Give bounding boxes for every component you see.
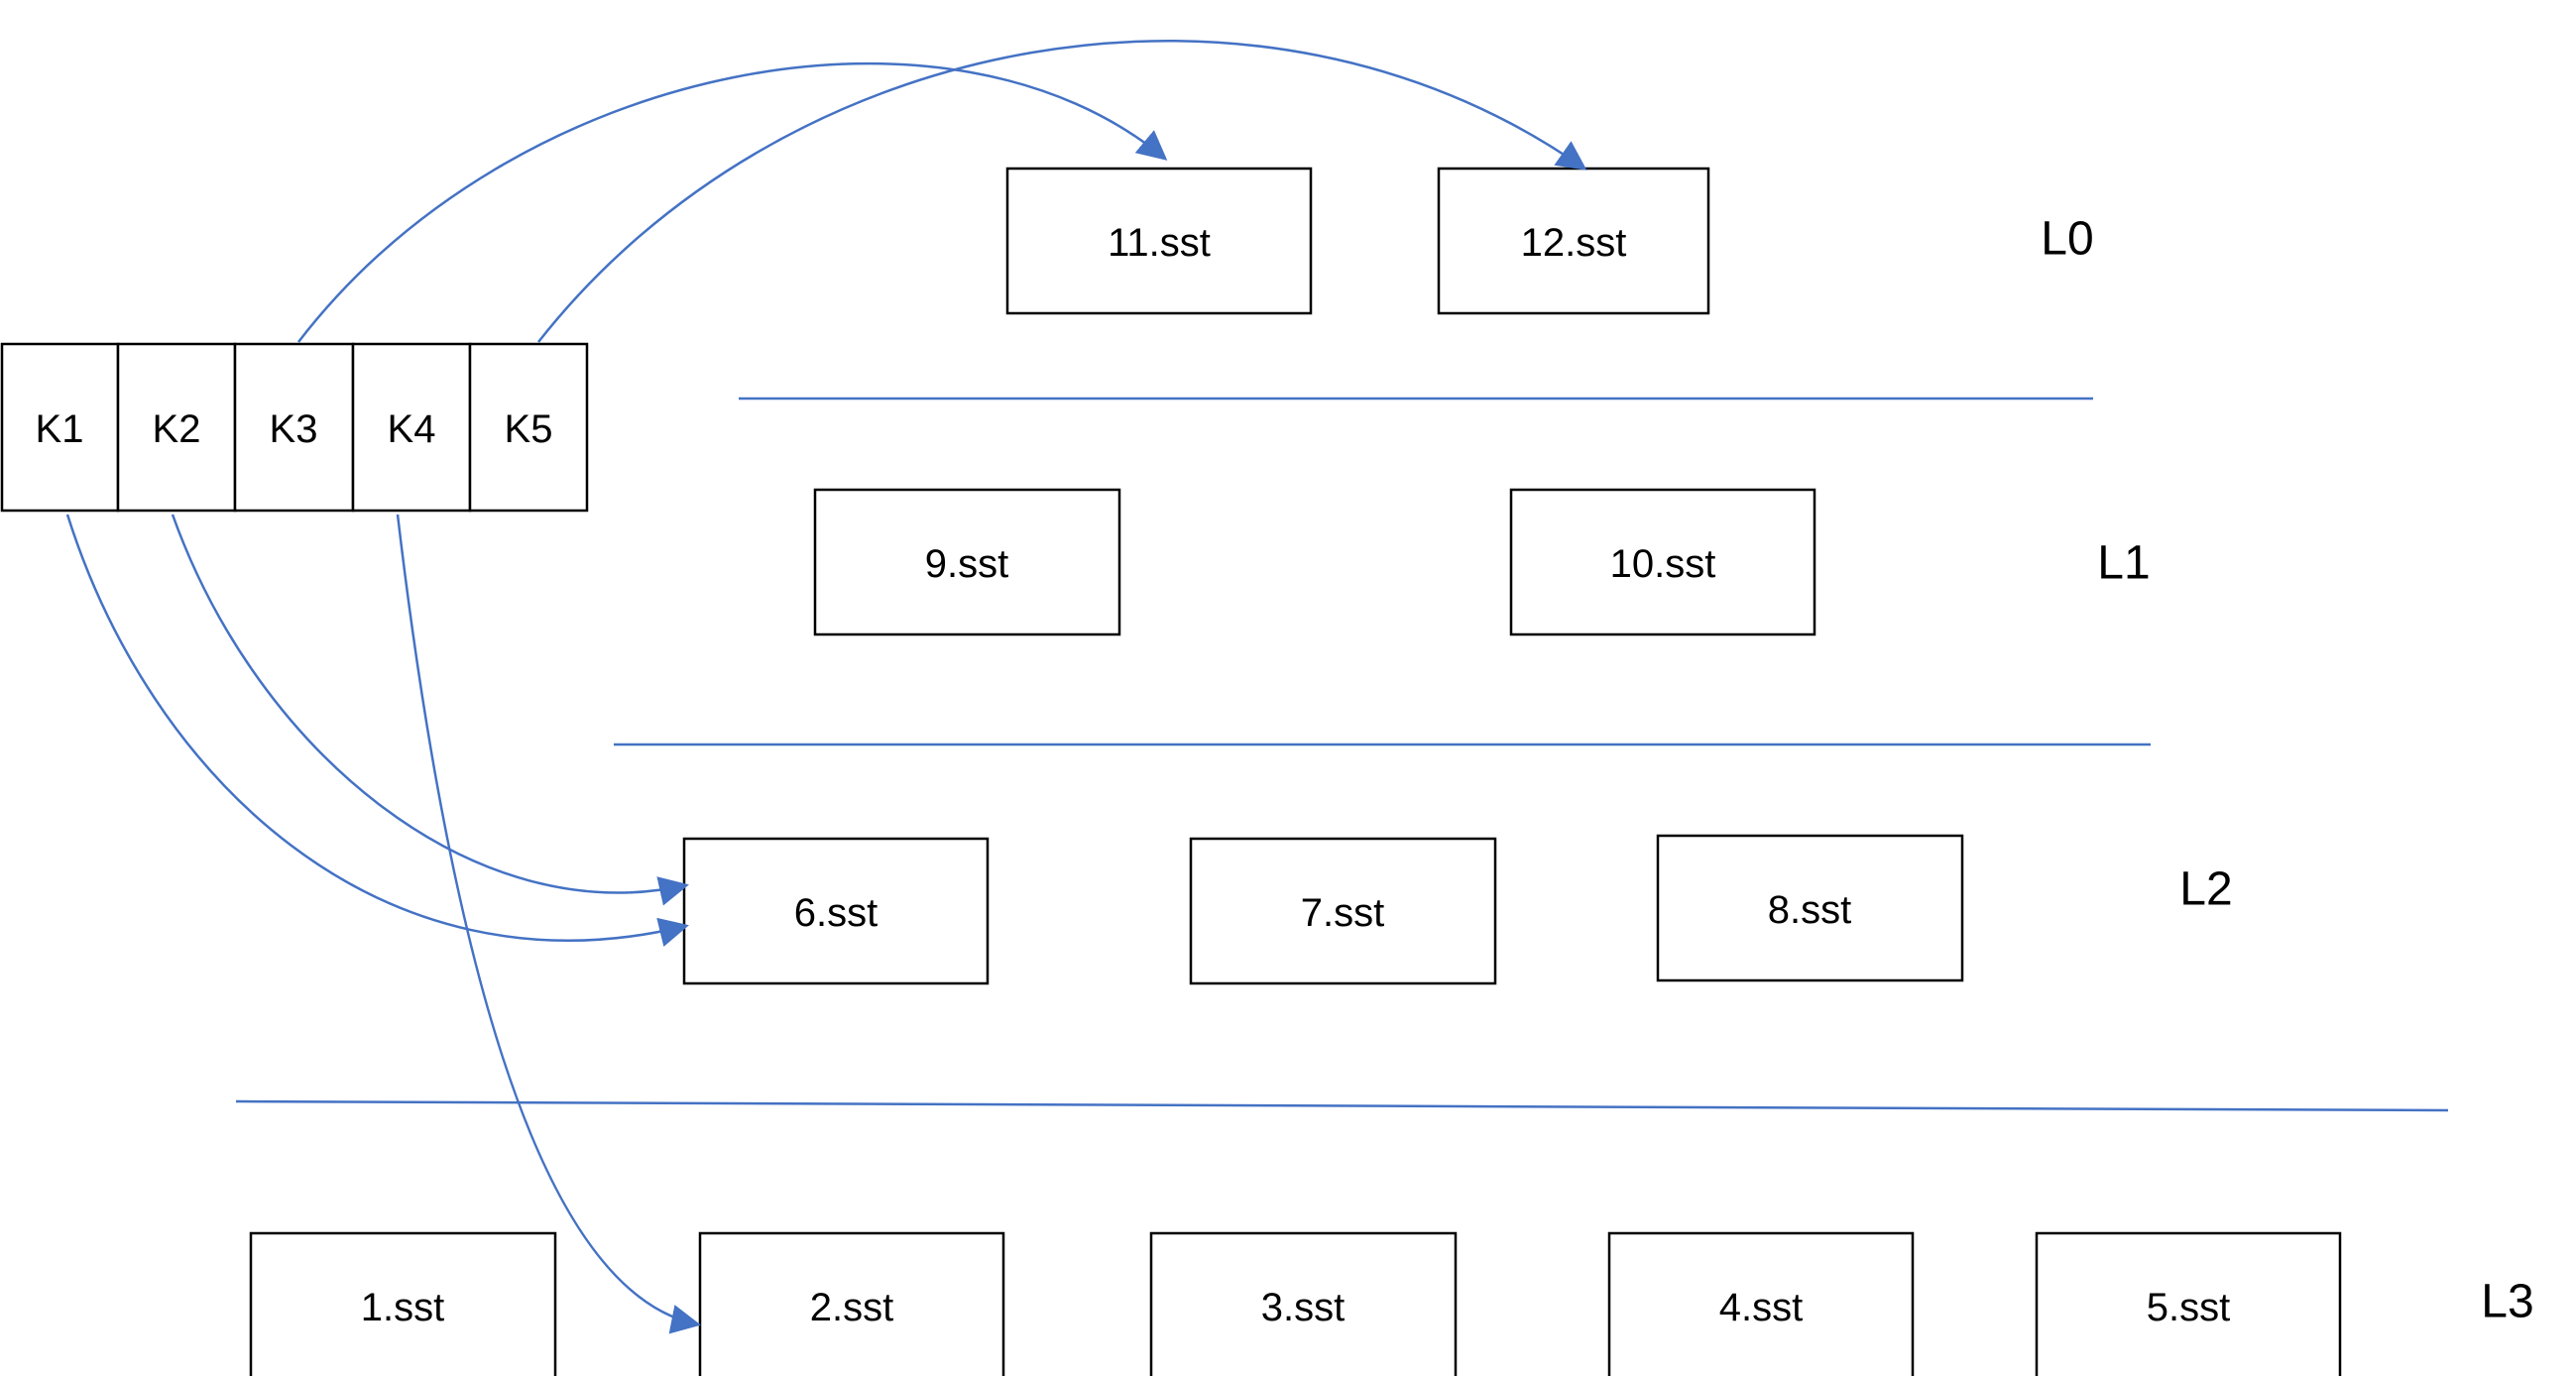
sst-file-label: 2.sst [810, 1286, 893, 1329]
sst-file-label: 4.sst [1719, 1286, 1803, 1329]
key-cell-k5: K5 [468, 342, 589, 513]
key-array: K1 K2 K3 K4 K5 [0, 342, 589, 513]
arrow-k3-to-11sst [297, 61, 1168, 343]
sst-file-label: 12.sst [1521, 221, 1627, 265]
sst-file-8: 8.sst [1656, 834, 1964, 982]
sst-file-9: 9.sst [813, 488, 1121, 636]
level-label-l2: L2 [2179, 863, 2232, 916]
sst-file-label: 9.sst [925, 542, 1008, 586]
sst-file-label: 3.sst [1261, 1286, 1345, 1329]
sst-file-12: 12.sst [1437, 167, 1710, 315]
sst-file-label: 10.sst [1610, 542, 1716, 586]
key-cell-k2: K2 [116, 342, 237, 513]
sst-file-label: 1.sst [361, 1286, 444, 1329]
key-cell-k4: K4 [351, 342, 472, 513]
key-label: K1 [36, 407, 84, 451]
level-label-l1: L1 [2097, 537, 2150, 590]
level-label-l0: L0 [2041, 213, 2093, 266]
sst-file-5: 5.sst [2035, 1231, 2342, 1376]
arrow-k2-to-6sst [171, 514, 689, 906]
level-label-l3: L3 [2481, 1276, 2533, 1328]
sst-file-label: 11.sst [1108, 221, 1211, 265]
sst-file-4: 4.sst [1607, 1231, 1915, 1376]
sst-file-2: 2.sst [698, 1231, 1005, 1376]
sst-file-label: 8.sst [1768, 888, 1851, 932]
key-cell-k1: K1 [0, 342, 120, 513]
key-cell-k3: K3 [233, 342, 355, 513]
sst-file-10: 10.sst [1509, 488, 1816, 636]
key-label: K2 [153, 407, 201, 451]
key-label: K4 [388, 407, 436, 451]
sst-file-6: 6.sst [682, 837, 990, 985]
arrow-k5-to-12sst [537, 40, 1587, 343]
sst-file-label: 6.sst [794, 891, 878, 935]
divider-l2-l3 [235, 1099, 2449, 1112]
sst-file-3: 3.sst [1149, 1231, 1458, 1376]
arrow-k4-to-2sst [396, 514, 701, 1334]
arrow-k1-to-6sst [65, 514, 689, 947]
sst-file-label: 5.sst [2147, 1286, 2230, 1329]
sst-file-1: 1.sst [249, 1231, 557, 1376]
sst-file-7: 7.sst [1189, 837, 1497, 985]
key-label: K3 [270, 407, 318, 451]
sst-file-label: 7.sst [1301, 891, 1384, 935]
sst-file-11: 11.sst [1005, 167, 1313, 315]
key-label: K5 [505, 407, 553, 451]
